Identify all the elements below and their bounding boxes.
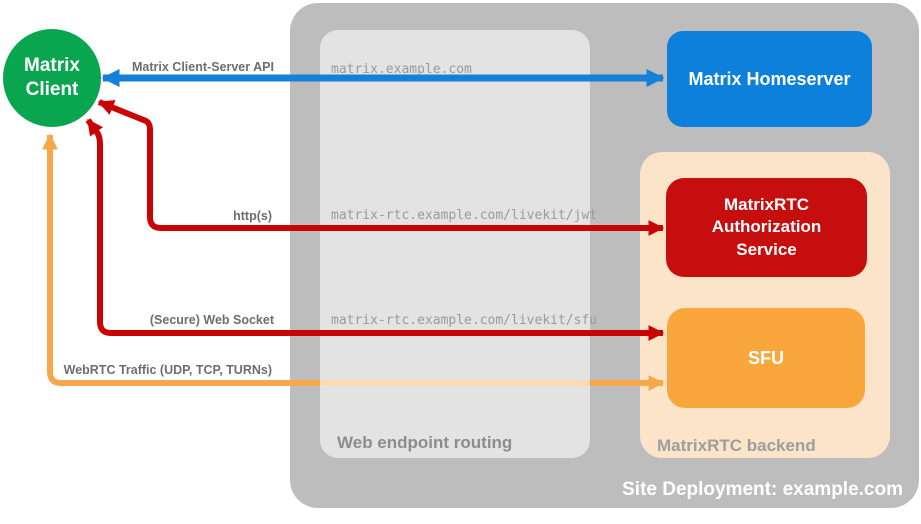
- web-endpoint-routing-container: [320, 30, 590, 458]
- https-label: http(s): [233, 209, 272, 223]
- matrix-client-node: Matrix Client: [3, 29, 101, 127]
- homeserver-endpoint-url: matrix.example.com: [331, 62, 472, 77]
- secure-web-socket-label: (Secure) Web Socket: [149, 313, 274, 327]
- matrix-homeserver-label: Matrix Homeserver: [688, 68, 851, 89]
- client-server-api-label: Matrix Client-Server API: [132, 60, 274, 74]
- matrix-client-label: Matrix Client: [24, 55, 80, 100]
- matrix-homeserver-node: Matrix Homeserver: [667, 31, 872, 127]
- matrixrtc-authorization-service-node: MatrixRTC Authorization Service: [666, 178, 867, 277]
- sfu-label: SFU: [748, 347, 784, 368]
- auth-service-label: MatrixRTC Authorization Service: [711, 194, 822, 259]
- web-endpoint-routing-caption: Web endpoint routing: [337, 433, 513, 452]
- site-deployment-caption: Site Deployment: example.com: [622, 479, 903, 500]
- matrixrtc-backend-caption: MatrixRTC backend: [657, 436, 816, 455]
- sfu-endpoint-url: matrix-rtc.example.com/livekit/sfu: [331, 313, 598, 328]
- sfu-node: SFU: [667, 308, 865, 408]
- jwt-endpoint-url: matrix-rtc.example.com/livekit/jwt: [331, 208, 598, 223]
- webrtc-traffic-label: WebRTC Traffic (UDP, TCP, TURNs): [63, 363, 272, 377]
